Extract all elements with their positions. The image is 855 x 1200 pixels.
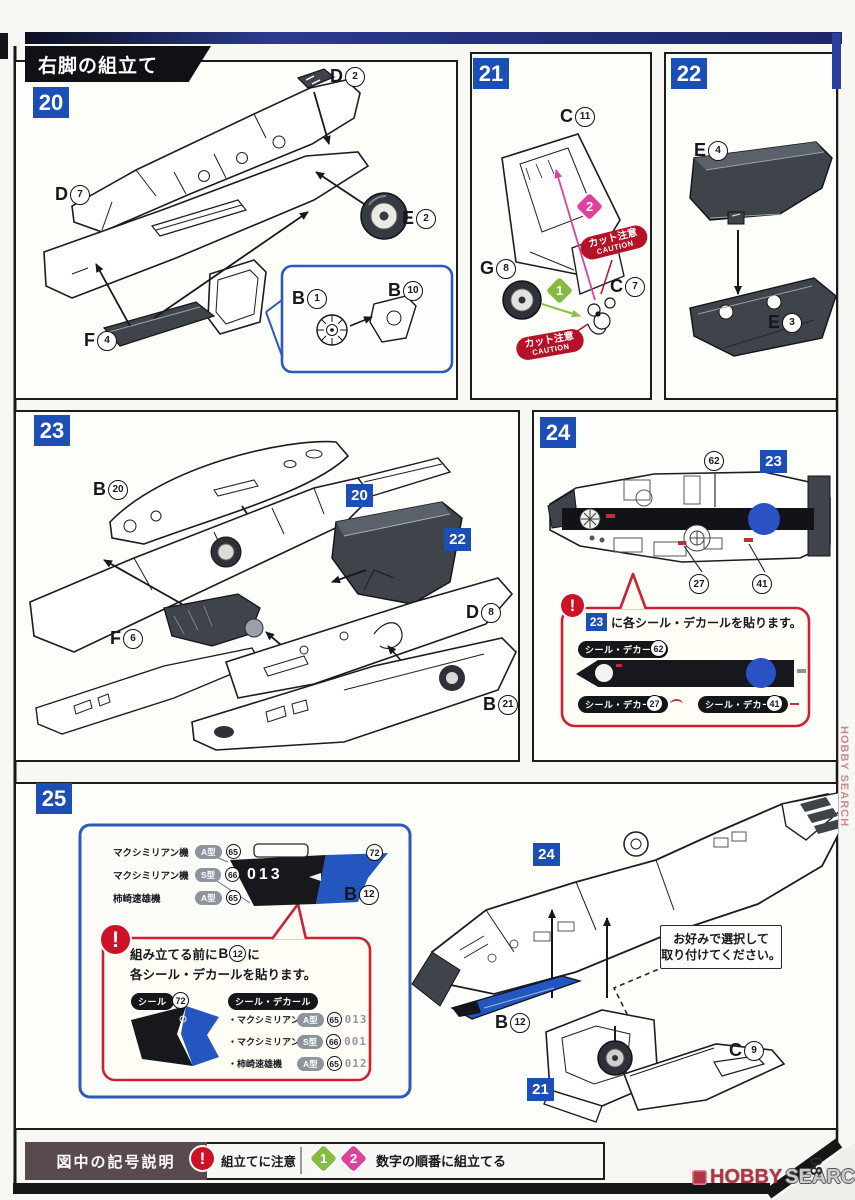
subassembly-22-badge: 22	[444, 528, 471, 551]
step25-badge: 25	[36, 783, 72, 814]
subassembly-21-badge: 21	[527, 1078, 554, 1101]
seal-72-num: 72	[172, 992, 189, 1009]
step20-badge: 20	[33, 87, 69, 118]
decal-41-mark	[790, 703, 799, 709]
decal-41-callout: 41	[752, 574, 772, 594]
variant-row-3: 柿崎速雄機 A型 65	[113, 890, 241, 905]
seal-decal-62-num: 62	[650, 640, 667, 657]
part-e3-shape	[689, 277, 837, 357]
section-title: 右脚の組立て	[38, 55, 159, 77]
scan-edge-strip	[25, 32, 842, 44]
seal-decal-pill-41: シール・デカール	[698, 696, 789, 713]
subassembly-23-badge: 23	[760, 450, 787, 473]
legend-header: 図中の記号説明	[25, 1142, 207, 1180]
page-number: 08	[806, 1156, 826, 1176]
step24-badge: 24	[540, 417, 576, 448]
blue-roundel-decal	[748, 503, 780, 535]
legend-caution-icon: !	[189, 1145, 216, 1172]
step24-diagram	[547, 471, 831, 728]
tire-g8-shape	[502, 280, 542, 320]
seal-decal-pill-27: シール・デカール	[578, 696, 669, 713]
section-banner: 右脚の組立て	[25, 46, 211, 82]
upper-fuselage-part	[71, 79, 361, 233]
legend-caution-label: 組立てに注意	[221, 1155, 297, 1169]
subassembly-24-badge: 24	[533, 843, 560, 866]
step23-badge: 23	[34, 415, 70, 446]
white-roundel	[579, 508, 601, 530]
wheel-e2-shape	[360, 192, 408, 240]
s24-note-text: に各シール・デカールを貼ります。	[611, 615, 802, 630]
s24-note-line: 23 に各シール・デカールを貼ります。	[586, 613, 802, 631]
subassembly-20-badge: 20	[346, 484, 373, 507]
seal-decal-27-num: 27	[646, 695, 663, 712]
legend-divider	[300, 1147, 302, 1174]
hobby-search-logo-icon	[692, 1170, 707, 1185]
type-pill: A型	[195, 844, 222, 859]
fan-b1-shape	[316, 314, 348, 346]
s25-decal-row-2: ・マクシミリアン機 S型 66 001	[228, 1034, 368, 1049]
decal-27-callout: 27	[689, 574, 709, 594]
step22-diagram	[689, 141, 837, 357]
stripe-decal-preview	[576, 660, 794, 687]
s25-decal-row-1: ・マクシミリアン機 A型 65 013	[228, 1012, 368, 1027]
type-pill: A型	[195, 890, 222, 905]
step21-badge: 21	[473, 58, 509, 89]
leg-assembly-shape	[430, 793, 838, 995]
seal-decal-41-num: 41	[766, 695, 783, 712]
strut-c7-shape	[587, 297, 616, 335]
optional-attach-note: お好みで選択して 取り付けてください。	[660, 925, 782, 969]
decal-27-mark	[670, 699, 683, 709]
s25-note-line1: 組み立てる前に B 12 に	[130, 945, 260, 962]
fin-b12-preview	[230, 843, 388, 906]
s25-decal-row-3: ・柿崎速雄機 A型 65 012	[228, 1056, 368, 1071]
part-d2-shape	[296, 68, 336, 89]
inline-23-badge: 23	[586, 613, 607, 631]
legend-bar: 図中の記号説明	[25, 1142, 605, 1180]
step20-diagram	[43, 68, 454, 374]
step22-badge: 22	[671, 58, 707, 89]
step23-diagram	[29, 440, 517, 751]
lower-plate-part	[43, 151, 370, 299]
seal-decal-pill: シール・デカール	[228, 993, 319, 1010]
s25-note-line2: 各シール・デカールを貼ります。	[130, 968, 317, 982]
caution-icon-s25: !	[99, 923, 132, 956]
legend-order-label: 数字の順番に組立てる	[376, 1154, 507, 1169]
type-pill: S型	[195, 867, 222, 882]
decal-72-callout: 72	[366, 844, 383, 861]
seal-decal-pill-62: シール・デカール	[578, 641, 669, 658]
scan-artifact	[0, 33, 8, 59]
fin-number-decal: 013	[247, 866, 283, 883]
variant-row-2: マクシミリアン機 S型 66	[113, 867, 241, 882]
antenna-b12-shape	[450, 975, 583, 1020]
seal72-preview	[131, 1006, 219, 1066]
caution-icon-s24: !	[559, 592, 586, 619]
scan-edge-strip-right	[832, 33, 841, 89]
door-c9-shape	[622, 1043, 786, 1111]
hobby-search-watermark: HOBBY SEARCH	[692, 1166, 855, 1189]
variant-row-1: マクシミリアン機 A型 65	[113, 844, 241, 859]
main-assembly-shape	[29, 477, 374, 653]
decal-62-callout: 62	[704, 451, 724, 471]
part-b21-shape	[191, 637, 517, 751]
seal-pill: シール	[131, 993, 174, 1010]
hobby-search-watermark-vertical: HOBBY SEARCH	[838, 726, 850, 828]
